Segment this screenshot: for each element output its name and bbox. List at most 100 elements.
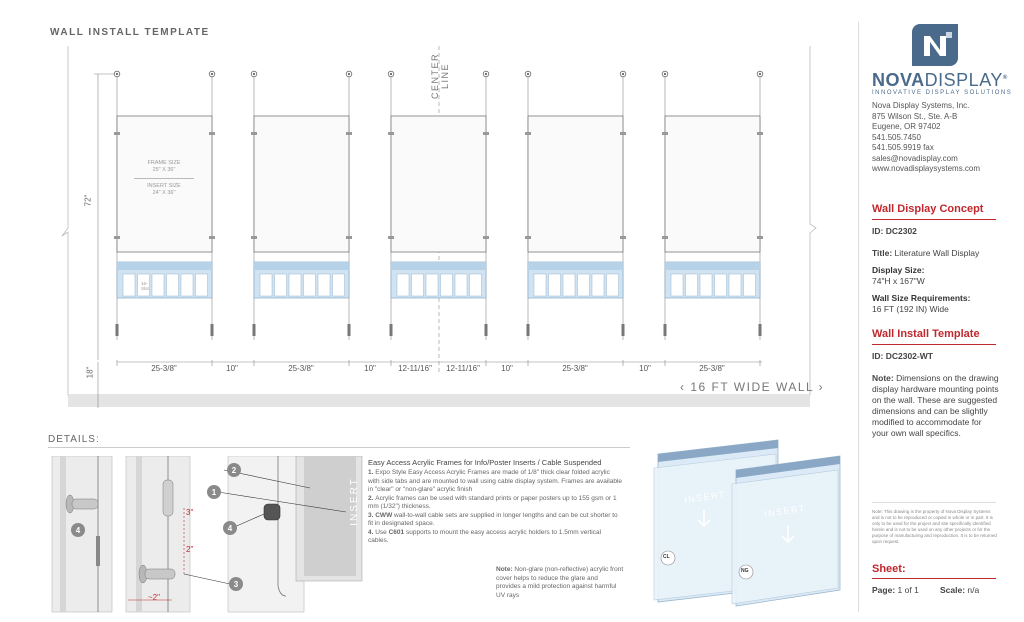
contact-info: Nova Display Systems, Inc.875 Wilson St.… <box>872 101 980 175</box>
concept-id-row: ID: DC2302 <box>872 226 917 236</box>
frame-support <box>525 132 531 135</box>
details-item-4: 4. Use C601 supports to mount the easy a… <box>368 528 602 545</box>
poster-frame <box>116 115 213 253</box>
center-line-label-wrap: CENTER LINE <box>428 40 452 110</box>
dimension-label: 25-3/8" <box>151 364 177 373</box>
frame-support <box>251 236 257 239</box>
details-description: Easy Access Acrylic Frames for Info/Post… <box>368 458 622 546</box>
page-value: 1 of 1 <box>897 585 919 595</box>
mount-point-center <box>758 72 762 76</box>
contact-line[interactable]: sales@novadisplay.com <box>872 153 958 163</box>
wall-req-value: 16 FT (192 IN) Wide <box>872 304 949 314</box>
frame-support <box>388 132 394 135</box>
frame-support <box>620 236 626 239</box>
logo-display: DISPLAY <box>924 70 1003 90</box>
mount-point-center <box>663 72 667 76</box>
brochure-slot <box>195 273 208 297</box>
logo-tm: ® <box>1002 75 1008 81</box>
template-note-label: Note: <box>872 373 894 383</box>
legal-note: Note: This drawing is the property of No… <box>872 509 997 544</box>
pocket-top <box>391 262 486 270</box>
dim-2in: 2" <box>186 545 194 554</box>
dim-approx-2in: ~2" <box>148 593 160 602</box>
dimension-label: 10" <box>501 364 513 373</box>
title-row: Title: Literature Wall Display <box>872 248 979 258</box>
brochure-slot <box>562 273 576 297</box>
brochure-slot <box>685 273 698 297</box>
legal-rule <box>872 502 996 503</box>
frame-support <box>662 236 668 239</box>
scale-value: n/a <box>967 585 980 595</box>
base-label: 18" <box>85 366 95 379</box>
scale-row: Scale: n/a <box>940 585 979 595</box>
mount-point-center <box>115 72 119 76</box>
template-note: Note: Dimensions on the drawing display … <box>872 373 1000 439</box>
brochure-slot <box>396 273 410 297</box>
brochure-slot <box>411 273 424 297</box>
frame-support <box>662 132 668 135</box>
dimension-label: 10" <box>226 364 238 373</box>
callout-number: 1 <box>212 488 217 497</box>
scale-label: Scale: <box>940 585 966 595</box>
title-value: Literature Wall Display <box>894 248 980 258</box>
details-note-text: Non-glare (non-reflective) acrylic front… <box>496 566 624 599</box>
sidebar-divider <box>858 22 859 612</box>
mount-point-center <box>484 72 488 76</box>
contact-line: 541.505.7450 <box>872 132 921 142</box>
concept-rule <box>872 219 996 220</box>
brochure-slot <box>122 273 136 297</box>
insert-detail-label: INSERT <box>348 477 360 526</box>
brochure-slot <box>699 273 713 297</box>
frame-support <box>251 132 257 135</box>
details-desc-title: Easy Access Acrylic Frames for Info/Post… <box>368 458 602 467</box>
brochure-slot <box>454 273 468 297</box>
brochure-slot <box>166 273 179 297</box>
template-id-row: ID: DC2302-WT <box>872 351 933 361</box>
cable-gripper <box>347 324 351 336</box>
logo-wordmark: NOVADISPLAY® <box>872 70 1008 91</box>
brochure-slot <box>288 273 302 297</box>
callout-number: 4 <box>228 524 233 533</box>
poster-frame <box>253 115 350 253</box>
frame-size-note: FRAME SIZE 25" X 36" INSERT SIZE 24" X 3… <box>118 160 210 197</box>
display-frame-4 <box>524 70 627 366</box>
template-heading: Wall Install Template <box>872 328 980 340</box>
callout-marker-3 <box>229 577 243 591</box>
badge-ng: NG <box>741 568 749 574</box>
cable-gripper <box>252 324 256 336</box>
template-id: DC2302-WT <box>885 351 933 361</box>
brochure-slot <box>469 273 482 297</box>
mount-point-center <box>347 72 351 76</box>
acrylic-frame-illustration <box>653 439 841 607</box>
brochure-slot <box>259 273 273 297</box>
brochure-slot <box>577 273 590 297</box>
page-row: Page: 1 of 1 <box>872 585 919 595</box>
dimension-label: 12-11/16" <box>398 364 432 373</box>
callout-number: 3 <box>234 580 239 589</box>
insert-size-value: 24" X 36" <box>152 190 176 196</box>
contact-line: 875 Wilson St., Ste. A-B <box>872 111 958 121</box>
brochure-slot <box>180 273 194 297</box>
frame-support <box>346 132 352 135</box>
concept-id: DC2302 <box>885 226 917 236</box>
callout-marker-1 <box>207 485 221 499</box>
mount-point-center <box>389 72 393 76</box>
brochure-slot <box>440 273 453 297</box>
logo-nova: NOVA <box>872 70 925 90</box>
details-item-3: 3. CWW wall-to-wall cable sets are suppl… <box>368 511 618 528</box>
frame-support <box>757 236 763 239</box>
frame-support <box>209 236 215 239</box>
badge-cl: CL <box>663 554 670 560</box>
callout-marker-4 <box>71 523 85 537</box>
brochure-slot <box>425 273 439 297</box>
brochure-slot <box>591 273 605 297</box>
dimension-label: 10" <box>639 364 651 373</box>
display-size-label: Display Size: <box>872 265 925 275</box>
dimension-label: 10" <box>364 364 376 373</box>
logo-tagline: INNOVATIVE DISPLAY SOLUTIONS <box>872 90 1013 96</box>
details-item-1: 1. Expo Style Easy Access Acrylic Frames… <box>368 469 622 493</box>
floor-band <box>68 395 810 407</box>
contact-line[interactable]: www.novadisplaysystems.com <box>872 164 981 173</box>
brochure-slot <box>317 273 331 297</box>
